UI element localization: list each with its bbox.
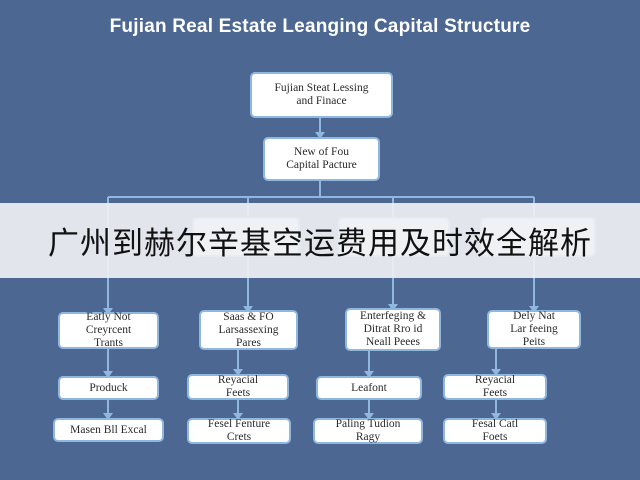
- node-col3-level3: Paling Tudion Ragy: [313, 418, 423, 444]
- node-col3-level2: Leafont: [316, 376, 422, 400]
- node-col4-level1: Dely Nat Lar feeing Peits: [487, 310, 581, 349]
- arrowhead: [364, 413, 374, 420]
- arrowhead: [491, 413, 501, 420]
- arrowhead: [103, 308, 113, 315]
- node-col2-level2: Reyacial Feets: [187, 374, 289, 400]
- node-col2-level3: Fesel Fenture Crets: [187, 418, 291, 444]
- node-col1-level1: Eatly Not Creyrcent Trants: [58, 311, 159, 349]
- node-col4-level3: Fesal Catl Foets: [443, 418, 547, 444]
- node-root: Fujian Steat Lessing and Finace: [250, 72, 393, 118]
- arrowhead: [529, 306, 539, 313]
- node-col4-level2: Reyacial Feets: [443, 374, 547, 400]
- arrowhead: [233, 369, 243, 376]
- node-col1-level3: Masen Bll Excal: [53, 418, 164, 442]
- arrowhead: [491, 369, 501, 376]
- arrowhead: [243, 306, 253, 313]
- arrowhead: [103, 413, 113, 420]
- node-col2-level1: Saas & FO Larsassexing Pares: [199, 310, 298, 350]
- diagram-title: Fujian Real Estate Leanging Capital Stru…: [109, 16, 531, 37]
- arrowhead: [233, 413, 243, 420]
- arrowhead: [315, 132, 325, 139]
- banner-text: 广州到赫尔辛基空运费用及时效全解析: [48, 226, 592, 262]
- arrowhead: [103, 371, 113, 378]
- arrowhead: [388, 304, 398, 311]
- overlay-banner: 广州到赫尔辛基空运费用及时效全解析: [0, 203, 640, 278]
- node-capital-structure: New of Fou Capital Pacture: [263, 137, 380, 181]
- node-col1-level2: Produck: [58, 376, 159, 400]
- arrowhead: [364, 371, 374, 378]
- node-col3-level1: Enterfeging & Ditrat Rro id Neall Peees: [345, 308, 441, 351]
